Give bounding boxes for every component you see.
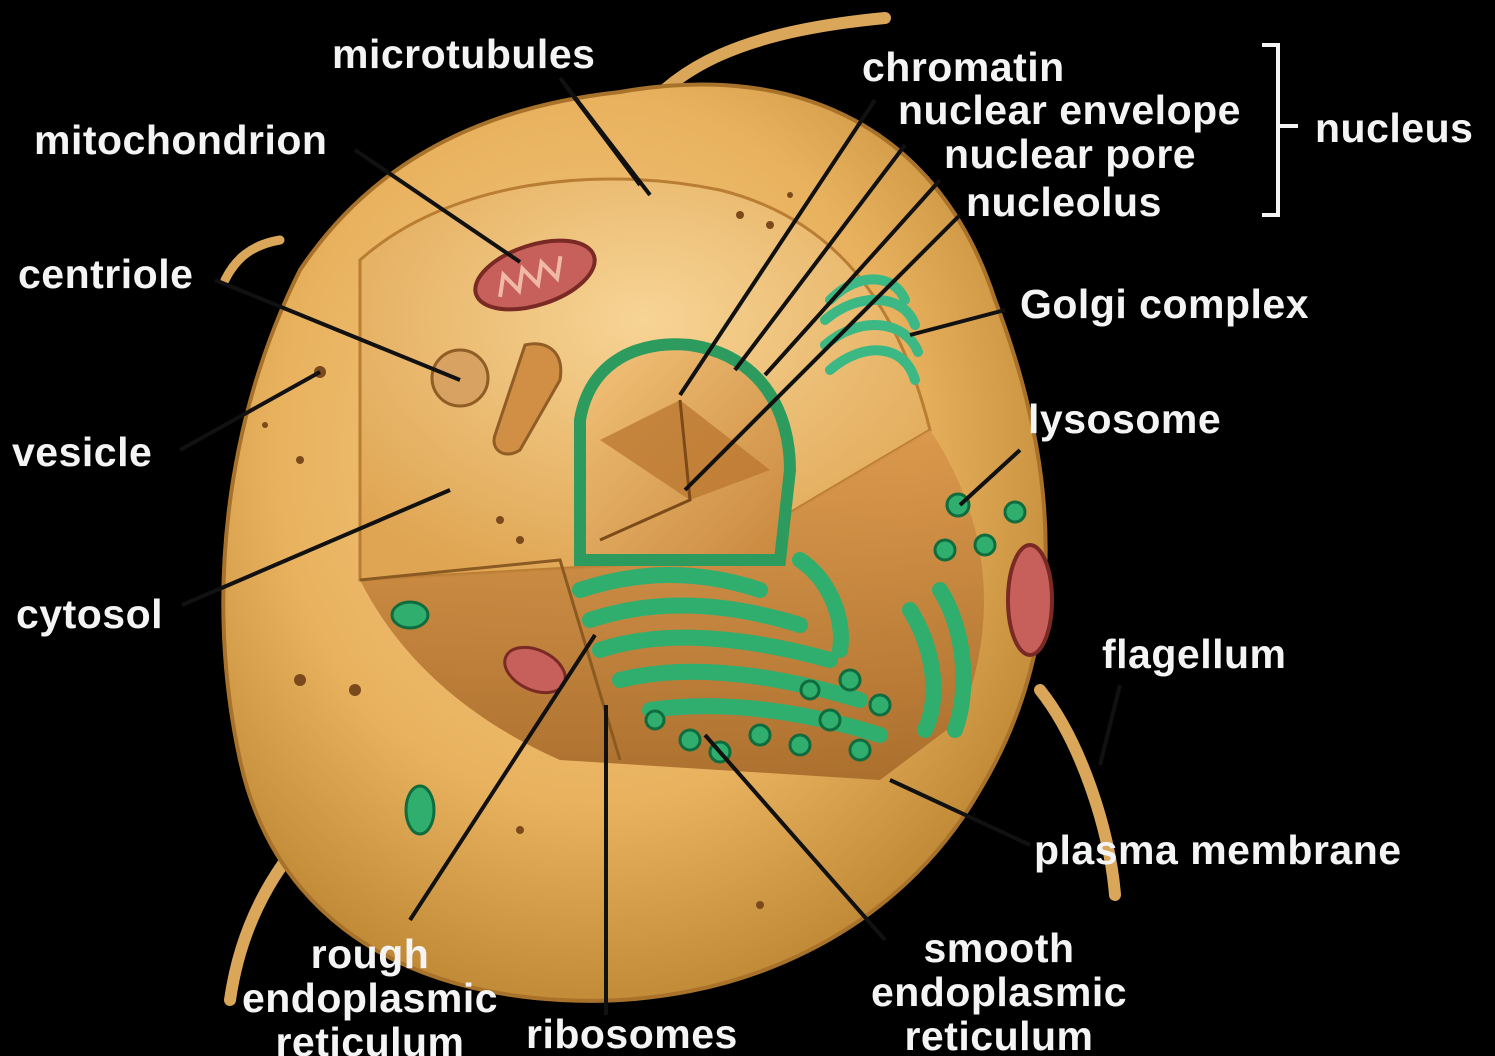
label-nuclear-pore: nuclear pore (944, 132, 1196, 176)
label-vesicle: vesicle (12, 430, 152, 474)
label-nucleolus: nucleolus (966, 180, 1162, 224)
label-plasma-membrane: plasma membrane (1034, 828, 1402, 872)
label-smooth-er-line1: smooth (862, 926, 1136, 970)
label-nucleus: nucleus (1315, 106, 1473, 150)
label-rough-er-line3: reticulum (236, 1020, 504, 1056)
label-microtubules: microtubules (332, 32, 595, 76)
label-lysosome: lysosome (1028, 397, 1221, 441)
label-rough-er-line2: endoplasmic (236, 976, 504, 1020)
label-smooth-er-line2: endoplasmic (862, 970, 1136, 1014)
label-golgi-complex: Golgi complex (1020, 282, 1309, 326)
label-chromatin: chromatin (862, 45, 1065, 89)
label-ribosomes: ribosomes (526, 1012, 738, 1056)
label-nuclear-envelope: nuclear envelope (898, 88, 1241, 132)
label-flagellum: flagellum (1102, 632, 1286, 676)
label-rough-er: rough endoplasmic reticulum (236, 932, 504, 1056)
label-cytosol: cytosol (16, 592, 163, 636)
label-centriole: centriole (18, 252, 193, 296)
label-mitochondrion: mitochondrion (34, 118, 327, 162)
label-smooth-er: smooth endoplasmic reticulum (862, 926, 1136, 1056)
nucleus-bracket (1262, 45, 1298, 215)
label-smooth-er-line3: reticulum (862, 1014, 1136, 1056)
label-rough-er-line1: rough (236, 932, 504, 976)
flagellum-small (225, 240, 280, 280)
